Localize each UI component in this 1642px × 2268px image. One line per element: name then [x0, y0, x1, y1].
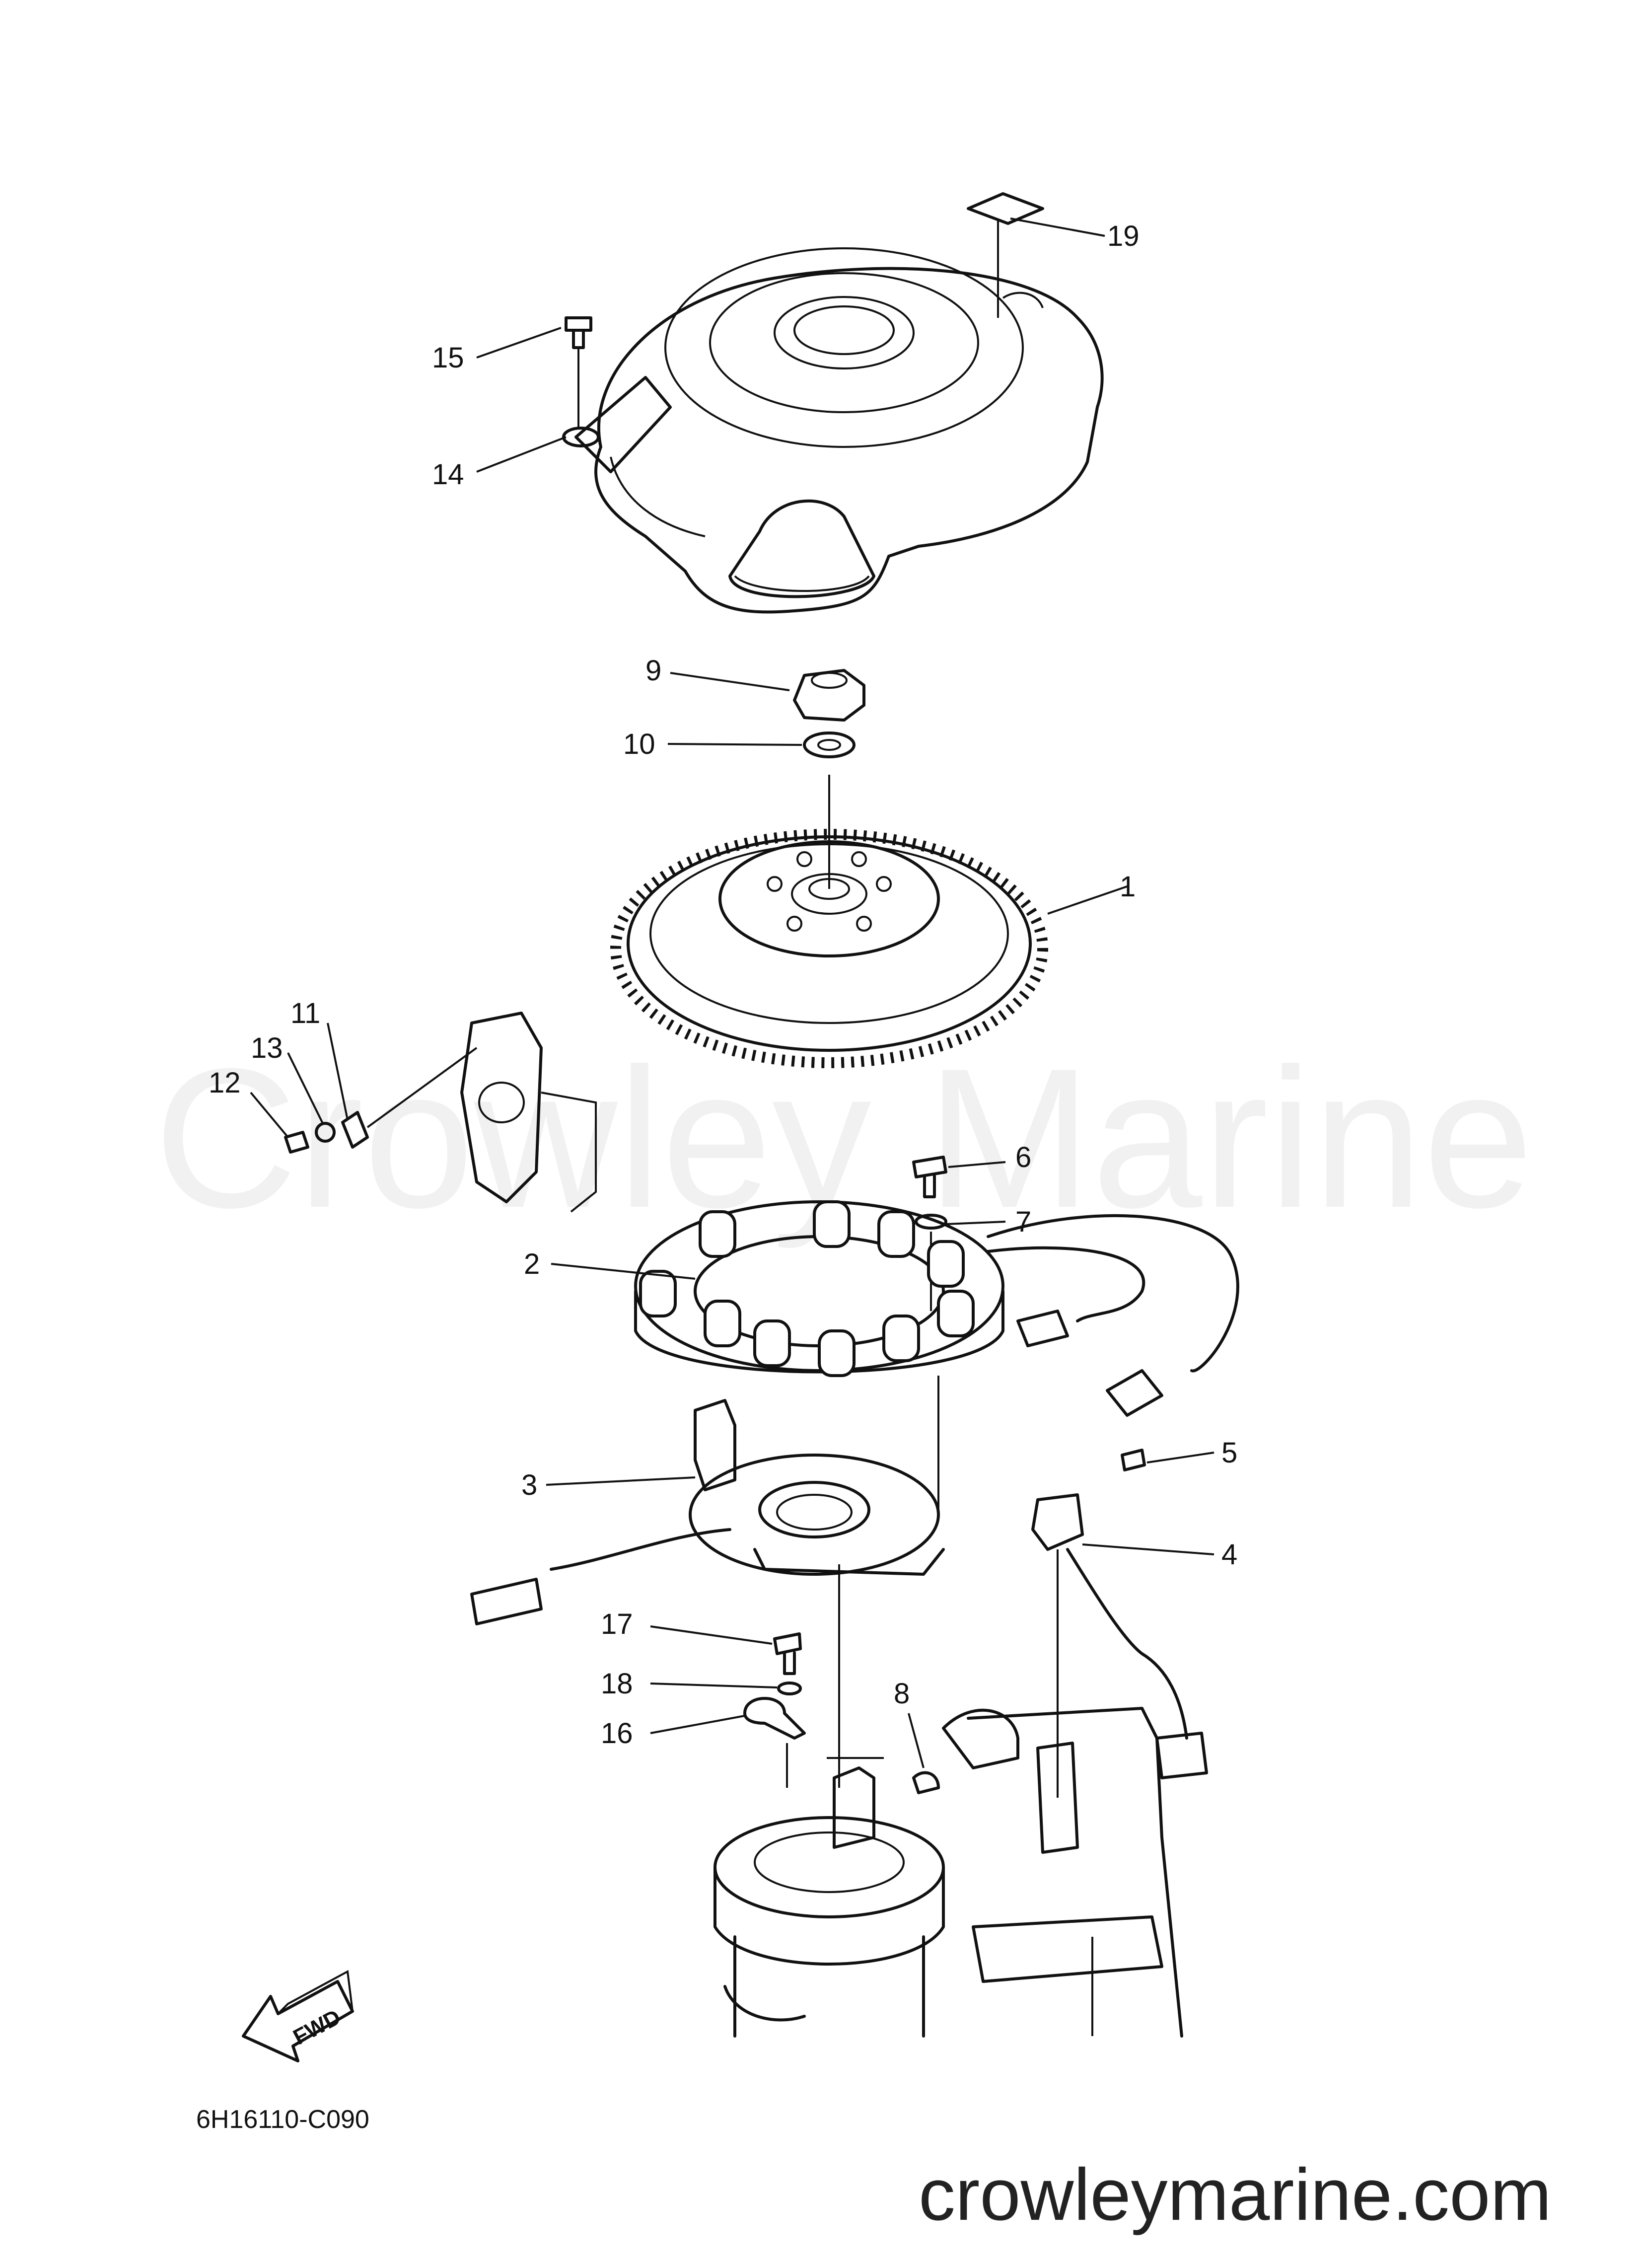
callout-16: 16: [601, 1717, 633, 1750]
stator-screw: [912, 1156, 947, 1198]
washer-13: [315, 1122, 336, 1143]
sensor-4: [1031, 1493, 1208, 1779]
callout-3: 3: [521, 1469, 537, 1501]
woodruff-key: [912, 1771, 940, 1794]
callout-18: 18: [601, 1668, 633, 1700]
flywheel-cover: [574, 247, 1104, 614]
stator-washer: [915, 1214, 947, 1230]
callout-10: 10: [623, 728, 655, 760]
pulser-coil: [550, 1399, 945, 1576]
cover-bolt: [565, 316, 592, 349]
callout-14: 14: [432, 458, 464, 491]
stator-connector-b: [1106, 1369, 1163, 1417]
callout-11: 11: [290, 997, 320, 1029]
clamp-16: [743, 1697, 806, 1740]
callout-2: 2: [524, 1248, 540, 1280]
callout-15: 15: [432, 342, 464, 374]
pulser-bracket: [460, 1012, 597, 1213]
callout-8: 8: [894, 1678, 910, 1710]
callout-1: 1: [1120, 871, 1136, 903]
screw-12: [284, 1131, 309, 1154]
stator-connector-a: [1016, 1310, 1069, 1347]
diagram-code: 6H16110-C090: [196, 2105, 369, 2134]
callout-12: 12: [209, 1067, 241, 1099]
washer: [803, 732, 856, 758]
screw-17: [773, 1632, 802, 1675]
label-tag: [967, 192, 1044, 225]
clip-11: [341, 1111, 369, 1149]
callout-6: 6: [1015, 1141, 1031, 1173]
crankcase: [714, 1707, 1183, 2038]
callout-17: 17: [601, 1608, 633, 1640]
screw-5: [1121, 1449, 1146, 1471]
washer-18: [777, 1682, 802, 1695]
flywheel-nut: [793, 669, 865, 722]
fwd-arrow-icon: FWD: [242, 1970, 354, 2062]
site-url: crowleymarine.com: [919, 2154, 1552, 2236]
callout-5: 5: [1221, 1437, 1237, 1469]
pulser-connector: [470, 1578, 543, 1625]
callout-7: 7: [1015, 1206, 1031, 1238]
callout-4: 4: [1221, 1538, 1237, 1571]
stator: [634, 1200, 1239, 1377]
callout-19: 19: [1107, 220, 1140, 252]
fwd-label: FWD: [289, 2005, 345, 2049]
flywheel: [610, 829, 1048, 1068]
callout-13: 13: [251, 1032, 283, 1064]
callout-9: 9: [645, 655, 661, 687]
